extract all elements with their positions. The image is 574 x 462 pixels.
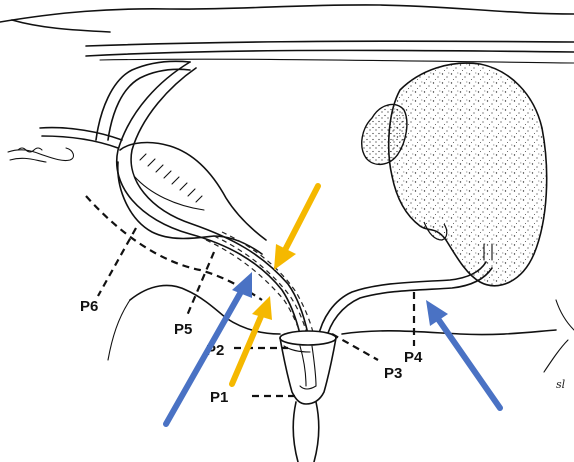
blue-arrow-right bbox=[426, 300, 500, 408]
label-p6: P6 bbox=[80, 298, 98, 315]
label-p3: P3 bbox=[384, 365, 402, 382]
ducts bbox=[117, 62, 314, 338]
label-p4: P4 bbox=[404, 349, 423, 366]
label-p5: P5 bbox=[174, 321, 192, 338]
left-tissue-structures bbox=[8, 128, 122, 162]
body-wall-outline bbox=[0, 5, 574, 63]
yellow-arrow-lower bbox=[232, 296, 272, 384]
yellow-arrow-upper bbox=[274, 186, 318, 270]
stippled-organ bbox=[362, 63, 547, 286]
left-gland bbox=[96, 61, 266, 254]
right-duct bbox=[318, 262, 492, 340]
label-p1: P1 bbox=[210, 389, 228, 406]
artist-signature: sl bbox=[556, 378, 566, 391]
